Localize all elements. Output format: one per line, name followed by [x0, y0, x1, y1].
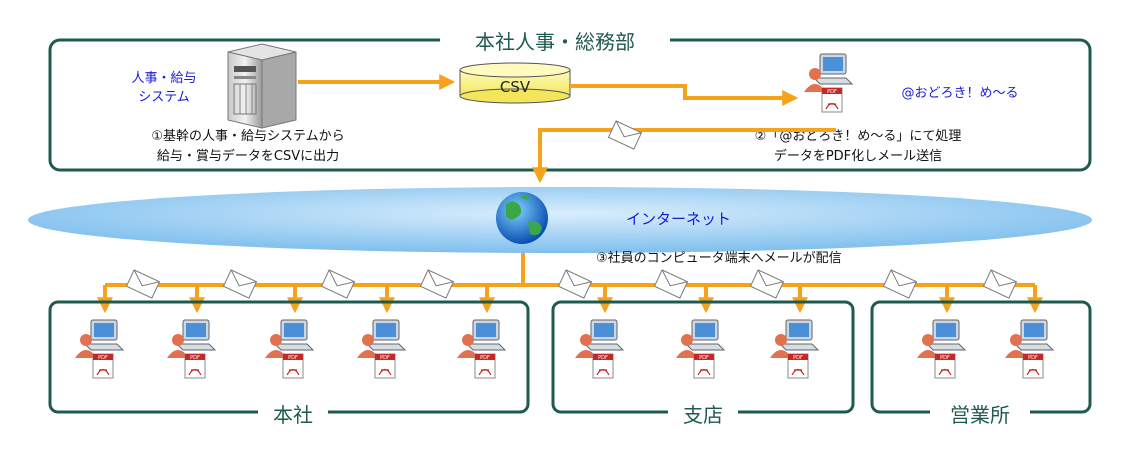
globe-icon	[496, 192, 548, 244]
envelope-icon	[654, 269, 688, 299]
app-terminal-icon	[803, 53, 853, 113]
internet-label: インターネット	[626, 210, 731, 228]
csv-file-icon	[459, 62, 571, 104]
terminal-icon	[574, 319, 624, 379]
terminal-icon	[1004, 319, 1054, 379]
envelope-icon	[420, 269, 454, 299]
envelope-icon	[983, 269, 1017, 299]
office-name-shiten: 支店	[683, 403, 723, 427]
terminal-icon	[916, 319, 966, 379]
terminal-icon	[456, 319, 506, 379]
step3-label: ③社員のコンピュータ端末へメールが配信	[596, 250, 842, 266]
system-label-line2: システム	[138, 90, 190, 105]
terminal-icon	[356, 319, 406, 379]
system-label-line1: 人事・給与	[131, 71, 196, 86]
envelope-icon	[883, 269, 917, 299]
step2-line2: データをPDF化しメール送信	[774, 148, 942, 164]
app-label: @おどろき！め～る	[901, 86, 1018, 101]
server-icon	[227, 43, 297, 129]
envelope-icon	[223, 269, 257, 299]
envelope-icon	[558, 269, 592, 299]
terminal-icon	[166, 319, 216, 379]
distribution-drops	[97, 285, 1043, 314]
headquarters-title: 本社人事・総務部	[475, 30, 635, 54]
envelope-icon	[750, 269, 784, 299]
terminal-icon	[74, 319, 124, 379]
terminal-icon	[264, 319, 314, 379]
terminal-icon	[769, 319, 819, 379]
internet-cloud	[28, 187, 1092, 253]
step2-line1: ②「@おどろき！め～る」にて処理	[755, 129, 962, 144]
step1-line2: 給与・賞与データをCSVに出力	[157, 148, 339, 164]
envelope-icon	[126, 269, 160, 299]
arrow-app-to-internet	[532, 128, 836, 184]
office-name-honsha: 本社	[273, 403, 313, 427]
csv-label: CSV	[500, 78, 531, 96]
office-frame-eigyosho	[870, 300, 1092, 414]
office-terminals	[74, 319, 1054, 379]
office-name-eigyosho: 営業所	[950, 403, 1010, 427]
envelope-icon	[608, 120, 642, 150]
step1-line1: ①基幹の人事・給与システムから	[151, 128, 344, 144]
arrow-csv-to-app	[570, 84, 799, 106]
envelope-icon	[321, 269, 355, 299]
terminal-icon	[675, 319, 725, 379]
